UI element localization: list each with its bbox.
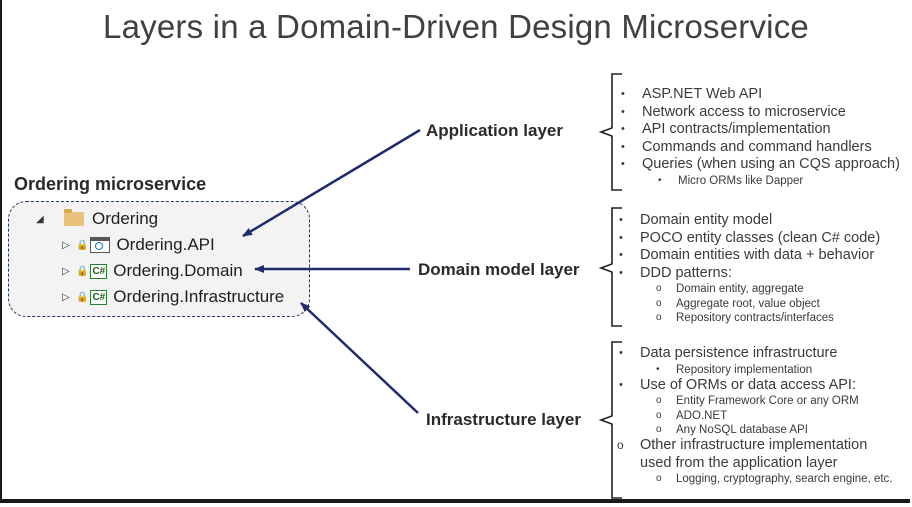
list-item-continuation: used from the application layer — [640, 454, 838, 471]
lock-icon: 🔒 — [76, 291, 89, 303]
arrow-application-to-api — [242, 128, 421, 238]
list-item: ASP.NET Web API — [615, 86, 900, 104]
tree-node-label: Ordering.Infrastructure — [113, 287, 285, 306]
domain-model-layer-label: Domain model layer — [418, 260, 580, 279]
folder-icon — [64, 209, 84, 226]
expand-triangle-icon[interactable]: ▷ — [62, 291, 70, 303]
list-item: Other infrastructure implementation — [613, 437, 893, 455]
tree-node-ordering[interactable]: ◢ Ordering — [36, 207, 158, 231]
application-brace — [598, 73, 622, 191]
sub-list-item: Any NoSQL database API — [613, 423, 893, 437]
tree-node-ordering-api[interactable]: ▷ 🔒 Ordering.API — [62, 233, 215, 257]
sub-list-item: Logging, cryptography, search engine, et… — [613, 472, 893, 486]
list-item: Network access to microservice — [615, 104, 900, 122]
arrow-infrastructure-to-infra-project — [300, 302, 419, 414]
sub-list-item: Entity Framework Core or any ORM — [613, 394, 893, 408]
domain-brace — [598, 207, 622, 327]
sub-list-item: ADO.NET — [613, 409, 893, 423]
tree-node-ordering-domain[interactable]: ▷ 🔒 C# Ordering.Domain — [62, 259, 243, 283]
lock-icon: 🔒 — [76, 239, 89, 251]
sub-list-item: Aggregate root, value object — [613, 297, 880, 311]
tree-node-label: Ordering.Domain — [113, 261, 243, 280]
list-item: Queries (when using an CQS approach) — [615, 156, 900, 174]
sub-list-item: Micro ORMs like Dapper — [615, 174, 900, 188]
list-item: POCO entity classes (clean C# code) — [613, 230, 880, 248]
expand-triangle-icon[interactable]: ▷ — [62, 239, 70, 251]
sub-list-item: Domain entity, aggregate — [613, 282, 880, 296]
list-item: API contracts/implementation — [615, 121, 900, 139]
list-item: Domain entities with data + behavior — [613, 247, 880, 265]
lock-icon: 🔒 — [76, 265, 89, 277]
csharp-project-icon: C# — [90, 289, 108, 305]
tree-node-label: Ordering.API — [116, 235, 215, 254]
web-project-icon — [90, 237, 111, 253]
list-item: Use of ORMs or data access API: — [613, 377, 893, 395]
tree-node-ordering-infrastructure[interactable]: ▷ 🔒 C# Ordering.Infrastructure — [62, 285, 284, 309]
sub-list-item: Repository contracts/interfaces — [613, 311, 880, 325]
domain-layer-list: Domain entity model POCO entity classes … — [613, 212, 880, 325]
csharp-project-icon: C# — [90, 263, 108, 279]
infrastructure-layer-list: Data persistence infrastructure Reposito… — [613, 345, 893, 487]
infrastructure-layer-label: Infrastructure layer — [426, 410, 581, 429]
list-item: Data persistence infrastructure — [613, 345, 893, 363]
collapse-triangle-icon[interactable]: ◢ — [36, 213, 44, 225]
application-layer-label: Application layer — [426, 121, 563, 140]
sub-list-item: Repository implementation — [613, 363, 893, 377]
microservice-label: Ordering microservice — [14, 174, 207, 194]
solution-explorer-tree — [8, 201, 310, 317]
list-item: DDD patterns: — [613, 265, 880, 283]
application-layer-list: ASP.NET Web API Network access to micros… — [615, 86, 900, 188]
list-item: Domain entity model — [613, 212, 880, 230]
infrastructure-brace — [598, 341, 622, 499]
slide-title: Layers in a Domain-Driven Design Microse… — [103, 8, 809, 45]
list-item: Commands and command handlers — [615, 139, 900, 157]
tree-node-label: Ordering — [92, 209, 159, 228]
expand-triangle-icon[interactable]: ▷ — [62, 265, 70, 277]
